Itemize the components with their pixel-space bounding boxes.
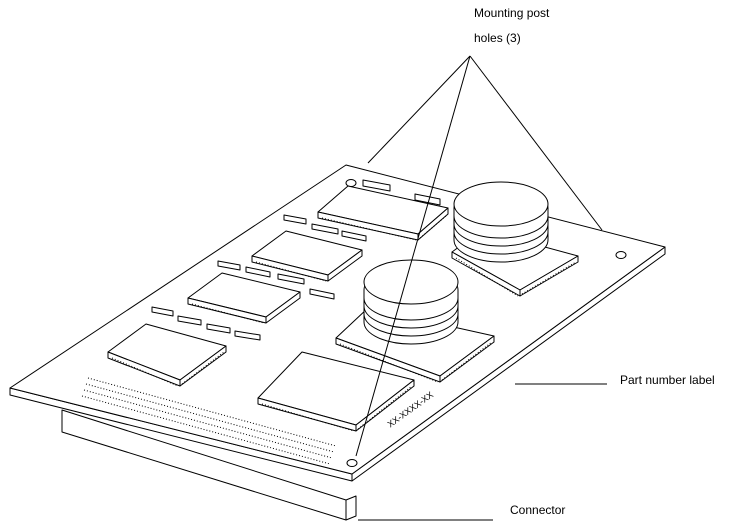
- mounting-post-holes-label-line1: Mounting post: [474, 6, 550, 20]
- ic-chip-5: [257, 351, 415, 432]
- ic-chip-2: [251, 230, 363, 282]
- mounting-post-holes-label-line2: holes (3): [474, 31, 521, 45]
- smd-components: [151, 179, 441, 341]
- board-edges: [9, 246, 666, 482]
- heatsink-stack-left: [363, 259, 459, 345]
- ic-chip-3: [187, 272, 301, 324]
- leader-mount-top: [367, 55, 471, 164]
- pin-rows: [81, 215, 577, 465]
- leader-lines: [355, 55, 607, 521]
- heatsink-stack-right: [453, 181, 549, 263]
- mounting-hole-top: [345, 179, 357, 187]
- mounting-hole-front: [346, 459, 358, 467]
- connector: [61, 409, 357, 521]
- leader-mount-front: [355, 55, 471, 457]
- part-number-label: Part number label: [620, 373, 715, 387]
- ic-chip-1: [317, 185, 449, 241]
- connector-label: Connector: [510, 503, 566, 517]
- leader-mount-right: [469, 55, 603, 231]
- ic-chip-4: [107, 323, 227, 387]
- mounting-hole-right: [615, 251, 627, 259]
